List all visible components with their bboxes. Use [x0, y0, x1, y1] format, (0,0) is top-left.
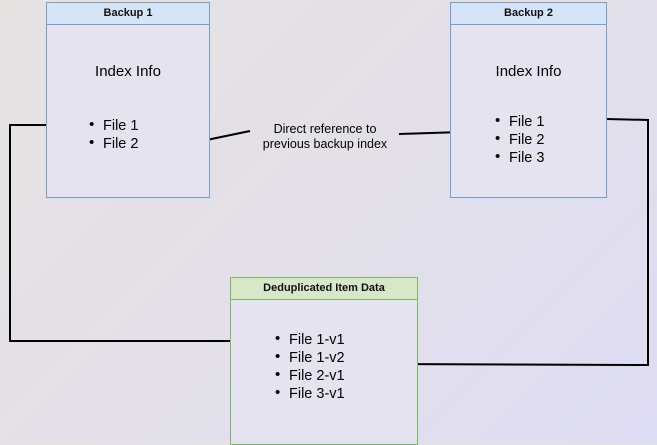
list-item: File 2-v1: [275, 366, 345, 385]
caption-line-2: previous backup index: [262, 137, 388, 151]
list-item: File 3-v1: [275, 384, 345, 403]
deduplicated-item-data-node[interactable]: Deduplicated Item Data File 1-v1 File 1-…: [230, 277, 418, 445]
backup1-index-label: Index Info: [95, 63, 161, 80]
list-item: File 3: [495, 148, 544, 167]
backup2-body: Index Info File 1 File 2 File 3: [451, 25, 606, 197]
caption-line-1: Direct reference to: [273, 122, 377, 136]
list-item: File 1: [495, 112, 544, 131]
direct-reference-caption: Direct reference to previous backup inde…: [255, 122, 395, 152]
list-item: File 2: [495, 130, 544, 149]
backup1-header: Backup 1: [47, 3, 209, 25]
list-item: File 1-v2: [275, 348, 345, 367]
backup1-node[interactable]: Backup 1 Index Info File 1 File 2: [46, 2, 210, 198]
list-item: File 1-v1: [275, 330, 345, 349]
dedup-header: Deduplicated Item Data: [231, 278, 417, 300]
backup2-index-label: Index Info: [495, 63, 562, 80]
backup2-file-list: File 1 File 2 File 3: [495, 112, 544, 167]
list-item: File 1: [89, 116, 138, 135]
backup2-header: Backup 2: [451, 3, 606, 25]
backup1-file-list: File 1 File 2: [89, 116, 138, 153]
list-item: File 2: [89, 134, 138, 153]
backup2-node[interactable]: Backup 2 Index Info File 1 File 2 File 3: [450, 2, 607, 198]
dedup-body: File 1-v1 File 1-v2 File 2-v1 File 3-v1: [231, 300, 417, 444]
backup1-body: Index Info File 1 File 2: [47, 25, 209, 197]
dedup-item-list: File 1-v1 File 1-v2 File 2-v1 File 3-v1: [275, 330, 345, 403]
